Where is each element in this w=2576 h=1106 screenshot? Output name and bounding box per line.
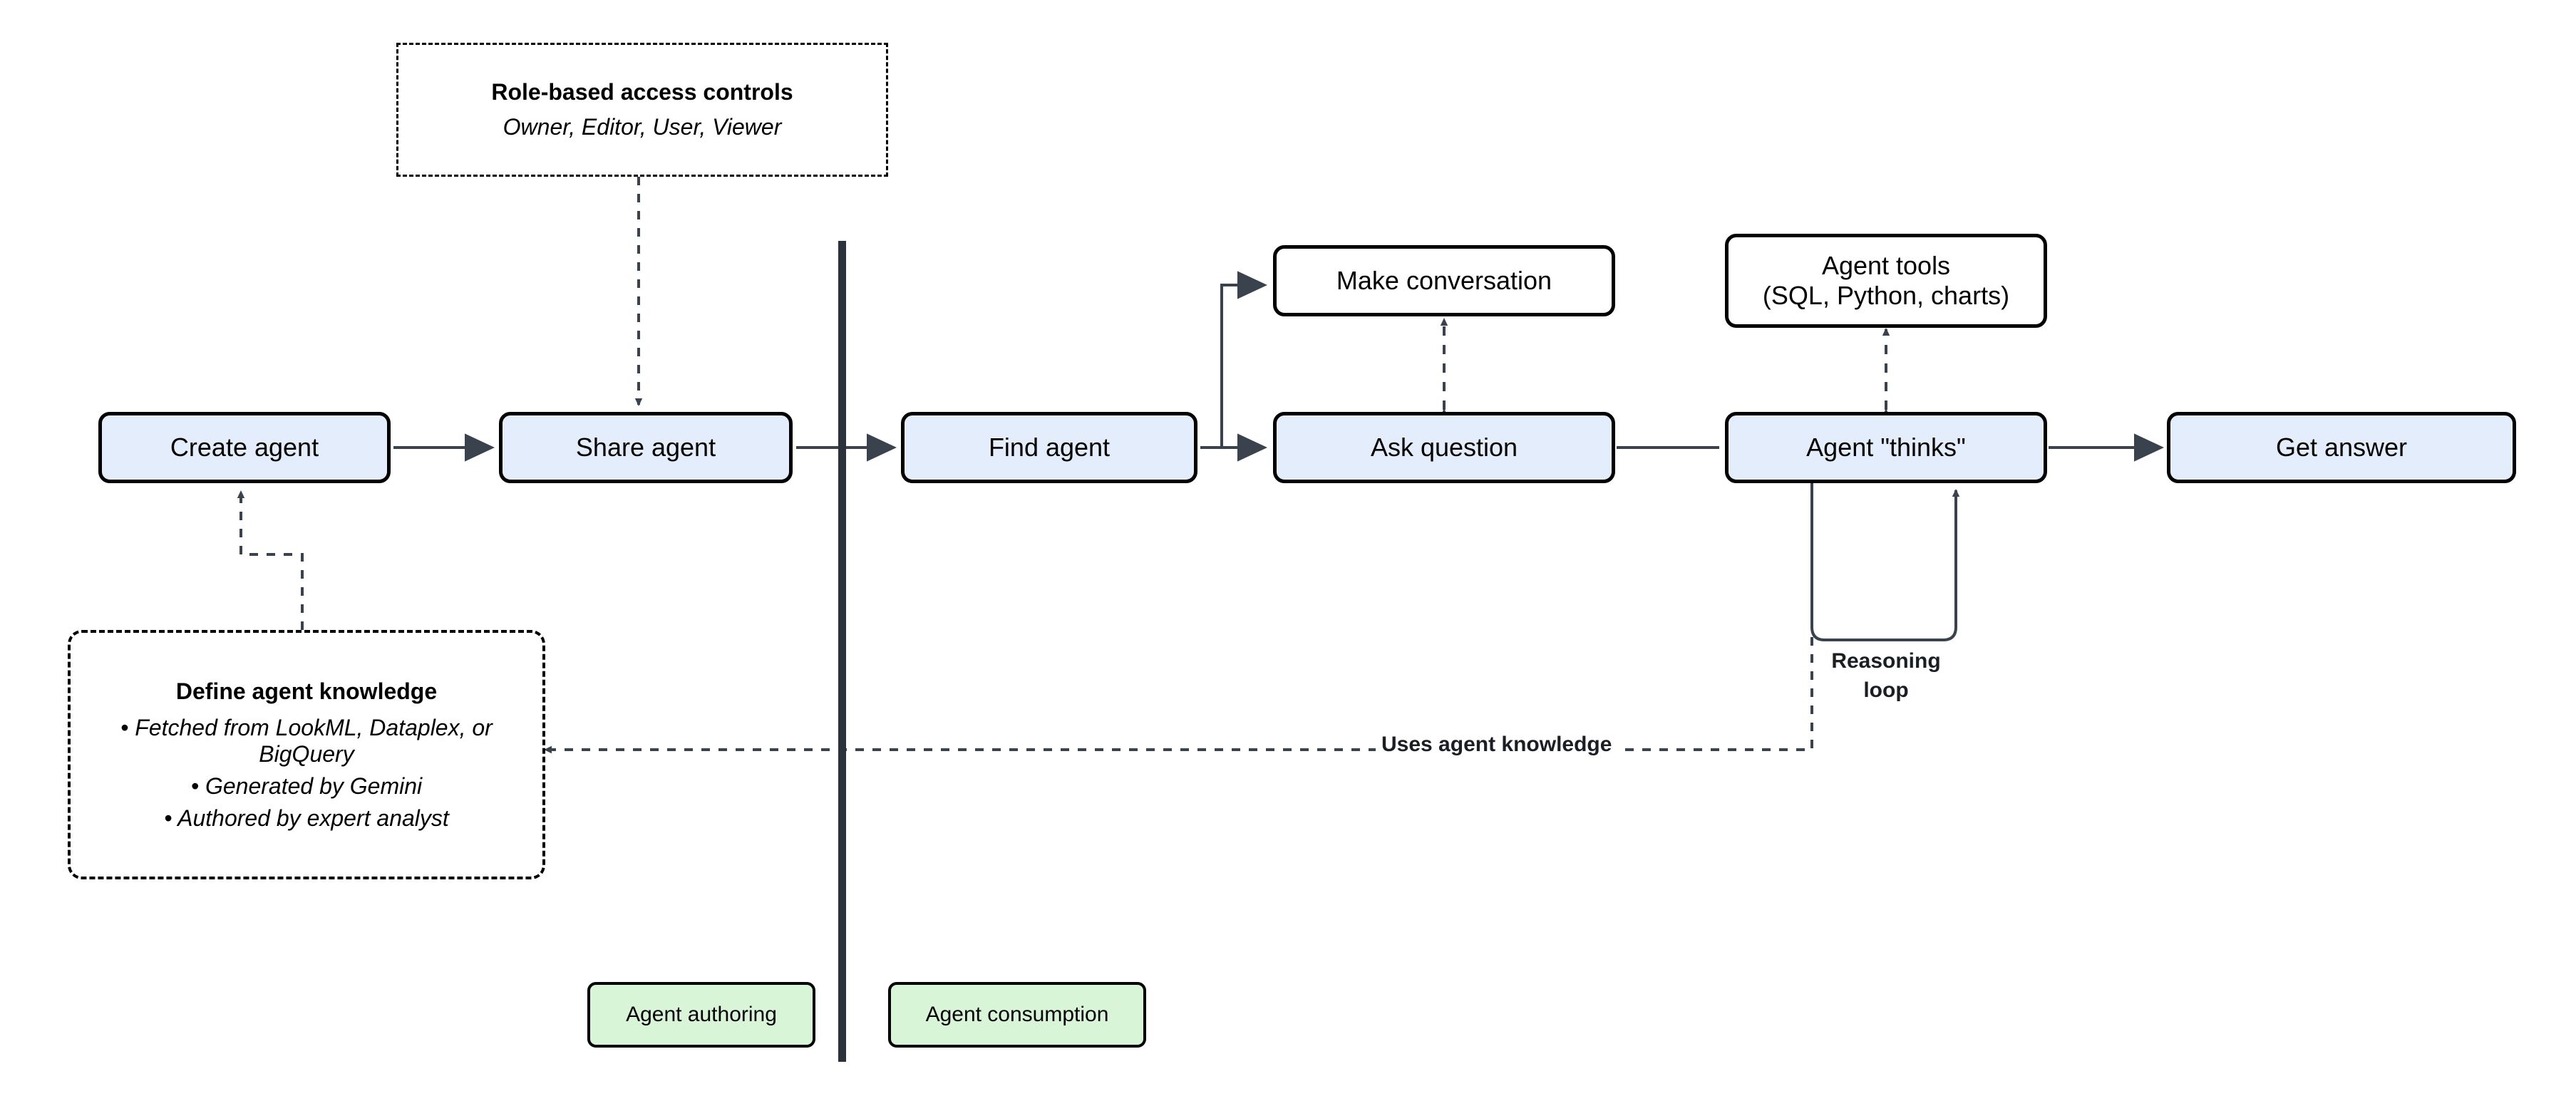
node-share-agent-label: Share agent <box>575 432 716 462</box>
node-find-agent-label: Find agent <box>988 432 1111 462</box>
note-knowledge-bullet-1: • Generated by Gemini <box>190 772 423 799</box>
node-find-agent[interactable]: Find agent <box>901 412 1197 483</box>
edge-knowledge-to-create <box>237 490 304 630</box>
edge-reasoning-loop <box>1810 483 1960 641</box>
note-knowledge-bullet-0: • Fetched from LookML, Dataplex, or BigQ… <box>120 714 493 767</box>
note-rbac-subtitle: Owner, Editor, User, Viewer <box>503 114 782 140</box>
node-make-conversation[interactable]: Make conversation <box>1273 245 1615 316</box>
label-uses-agent-knowledge: Uses agent knowledge <box>1376 733 1618 757</box>
edge-uses-agent-knowledge <box>544 483 1813 754</box>
note-knowledge-title: Define agent knowledge <box>175 678 438 704</box>
edge-find-to-make-conversation <box>1220 271 1267 448</box>
note-role-based-access-controls: Role-based access controls Owner, Editor… <box>396 43 888 177</box>
legend-agent-authoring[interactable]: Agent authoring <box>587 982 815 1048</box>
node-make-conversation-label: Make conversation <box>1336 265 1552 295</box>
node-ask-question[interactable]: Ask question <box>1273 412 1615 483</box>
node-agent-tools-line1: Agent tools <box>1821 250 1951 280</box>
note-knowledge-bullet-2: • Authored by expert analyst <box>164 805 449 831</box>
label-reasoning-loop-line2: loop <box>1863 678 1909 702</box>
node-agent-tools[interactable]: Agent tools (SQL, Python, charts) <box>1725 234 2047 328</box>
node-share-agent[interactable]: Share agent <box>499 412 793 483</box>
node-create-agent-label: Create agent <box>170 432 319 462</box>
node-agent-tools-line2: (SQL, Python, charts) <box>1762 281 2010 310</box>
node-create-agent[interactable]: Create agent <box>98 412 391 483</box>
node-ask-question-label: Ask question <box>1370 432 1518 462</box>
node-get-answer[interactable]: Get answer <box>2167 412 2516 483</box>
legend-agent-consumption-label: Agent consumption <box>925 1003 1109 1027</box>
legend-agent-authoring-label: Agent authoring <box>626 1003 777 1027</box>
note-define-agent-knowledge: Define agent knowledge • Fetched from Lo… <box>68 630 545 879</box>
node-agent-thinks-label: Agent "thinks" <box>1806 432 1966 462</box>
label-reasoning-loop: Reasoning loop <box>1810 647 1962 705</box>
label-reasoning-loop-line1: Reasoning <box>1831 649 1941 673</box>
node-agent-thinks[interactable]: Agent "thinks" <box>1725 412 2047 483</box>
note-rbac-title: Role-based access controls <box>491 79 793 105</box>
node-get-answer-label: Get answer <box>2275 432 2408 462</box>
legend-agent-consumption[interactable]: Agent consumption <box>888 982 1146 1048</box>
phase-divider <box>838 241 846 1062</box>
